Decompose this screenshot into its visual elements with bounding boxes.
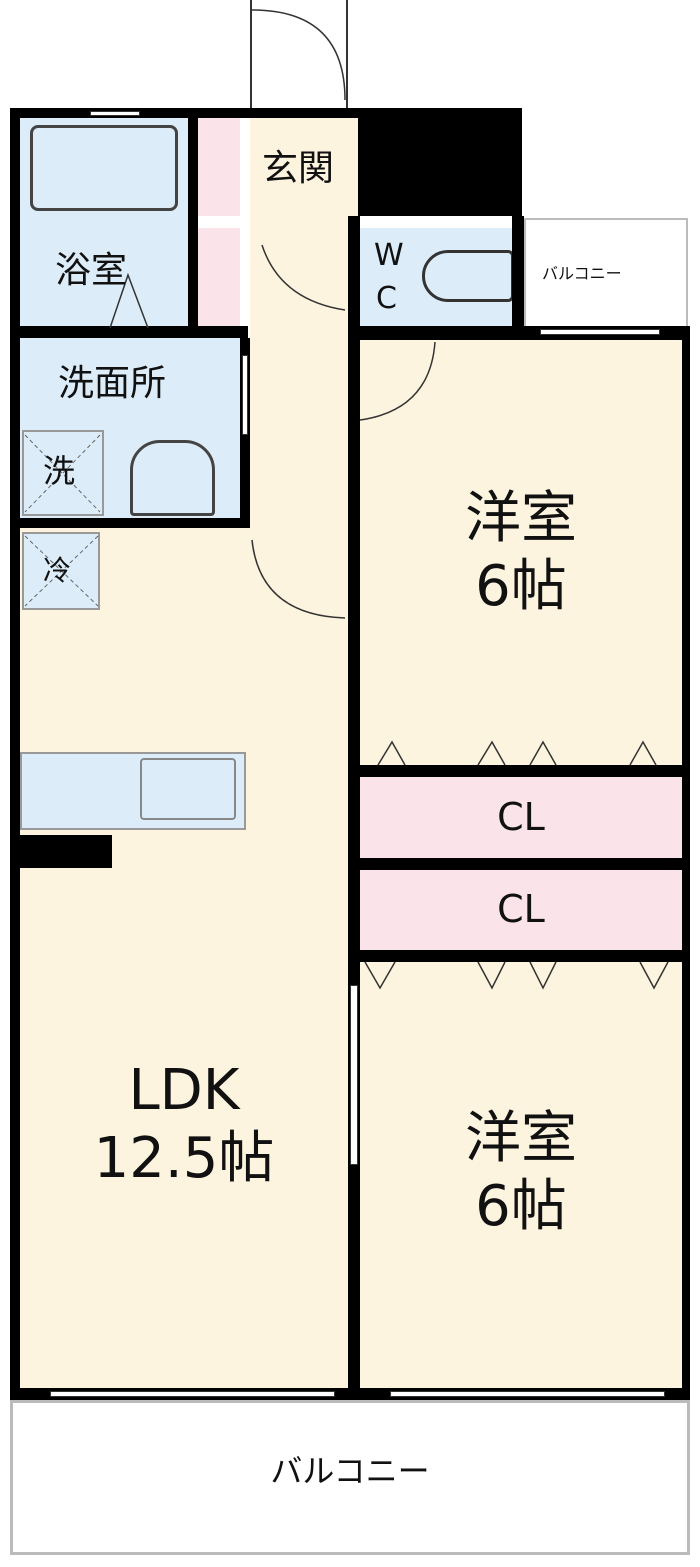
fridge-label: 冷 — [43, 554, 72, 587]
sliding-door — [242, 355, 248, 435]
wash-basin — [130, 440, 215, 516]
wall — [10, 108, 360, 118]
entrance-label: 玄関 — [262, 148, 335, 189]
toilet-label-c: C — [376, 281, 397, 316]
closet-2 — [360, 870, 682, 950]
shoe-closet-1 — [198, 118, 240, 216]
small-balcony-label: バルコニー — [542, 264, 622, 283]
window — [540, 329, 660, 335]
western-room-2-size: 6帖 — [475, 1174, 567, 1239]
small-balcony — [524, 218, 688, 328]
western-room-2 — [360, 962, 682, 1390]
balcony-label: バルコニー — [270, 1452, 430, 1490]
wall — [20, 326, 248, 338]
window — [50, 1391, 335, 1397]
pillar — [358, 108, 522, 216]
wall — [360, 765, 682, 777]
window — [390, 1391, 665, 1397]
wall — [360, 858, 682, 870]
wall — [682, 326, 690, 1400]
wall — [188, 118, 198, 328]
wall — [360, 950, 682, 962]
washer-label: 洗 — [43, 452, 76, 490]
ldk — [20, 528, 348, 1390]
western-room-1-label: 洋室 — [465, 486, 577, 551]
sliding-door — [350, 985, 358, 1165]
sink — [140, 758, 236, 820]
shoe-closet-2 — [198, 228, 240, 326]
wall — [20, 518, 250, 528]
toilet-fixture — [422, 250, 514, 302]
washroom-label: 洗面所 — [58, 363, 167, 404]
western-room-2-label: 洋室 — [465, 1106, 577, 1171]
entry-door-area — [250, 0, 348, 108]
kitchen-pillar — [20, 835, 112, 868]
closet-1 — [360, 777, 682, 858]
ldk-size: 12.5帖 — [93, 1126, 275, 1191]
wall — [10, 108, 20, 1400]
bathroom-label: 浴室 — [55, 250, 128, 291]
toilet-label-w: W — [374, 238, 404, 273]
wall — [512, 216, 524, 330]
ldk-label: LDK — [128, 1058, 240, 1123]
bathtub — [30, 125, 178, 211]
window — [90, 111, 140, 116]
wall — [348, 216, 360, 1396]
balcony — [10, 1400, 690, 1555]
western-room-1 — [360, 340, 682, 765]
closet-1-label: CL — [497, 795, 545, 839]
closet-2-label: CL — [497, 887, 545, 931]
western-room-1-size: 6帖 — [475, 554, 567, 619]
entrance — [250, 118, 358, 216]
